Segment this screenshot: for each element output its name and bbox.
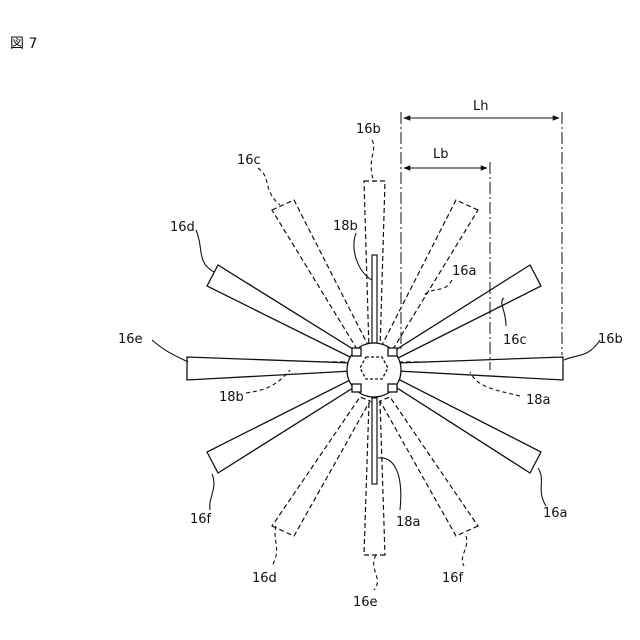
figure-label: 図 7 — [10, 36, 37, 52]
label-16f-solid: 16f — [190, 512, 212, 527]
label-16a-dashed: 16a — [452, 264, 477, 279]
label-18a-horizontal: 18a — [526, 393, 551, 408]
label-18a-vertical: 18a — [396, 515, 421, 530]
blade-16a-solid — [394, 379, 541, 473]
leader-16e-solid — [152, 340, 188, 362]
dimension-label-Lb: Lb — [433, 147, 449, 162]
arm-18b-vertical — [372, 255, 377, 343]
label-16d-solid: 16d — [170, 220, 195, 235]
arm-18a-vertical — [372, 398, 377, 484]
leader-18a-vertical — [378, 458, 401, 510]
leader-16d-dashed — [272, 526, 277, 566]
leader-16b-solid — [564, 340, 600, 360]
leader-16e-dashed — [374, 555, 378, 590]
label-18b-vertical: 18b — [333, 219, 358, 234]
label-16b-solid: 16b — [598, 332, 623, 347]
leader-16b-dashed — [371, 140, 374, 182]
label-16e-dashed: 16e — [353, 595, 378, 610]
label-16c-dashed: 16c — [237, 153, 261, 168]
dimension-label-Lh: Lh — [473, 99, 488, 114]
label-16e-solid: 16e — [118, 332, 143, 347]
label-16b-dashed: 16b — [356, 122, 381, 137]
leader-16d-solid — [196, 230, 214, 272]
leader-16f-dashed — [462, 536, 467, 566]
leader-16a-dashed — [424, 280, 452, 295]
leader-16f-solid — [210, 474, 214, 510]
label-16a-solid: 16a — [543, 506, 568, 521]
leader-16a-solid — [538, 468, 546, 506]
label-16d-dashed: 16d — [252, 571, 277, 586]
hub — [347, 343, 401, 397]
blade-16b-solid — [398, 357, 563, 380]
leader-16c-dashed — [258, 168, 280, 205]
leader-18b-vertical — [354, 233, 372, 280]
label-16f-dashed: 16f — [442, 571, 464, 586]
blade-16e-solid — [187, 357, 352, 380]
label-18b-horizontal: 18b — [219, 390, 244, 405]
label-16c-solid: 16c — [503, 333, 527, 348]
